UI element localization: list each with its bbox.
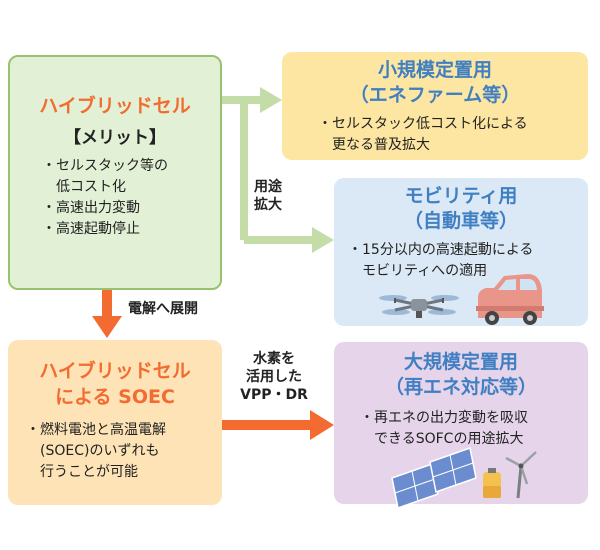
drone-icon	[379, 295, 459, 318]
list-item: (SOEC)のいずれも	[26, 443, 160, 459]
large-stationary-title: 大規模定置用	[403, 351, 518, 373]
list-item: ・15分以内の高速起動による	[348, 242, 534, 258]
list-item: モビリティへの適用	[348, 263, 488, 279]
small-stationary-title: 小規模定置用	[377, 59, 492, 81]
use-expansion-label: 用途 拡大	[254, 179, 282, 213]
list-item: ・セルスタック低コスト化による	[318, 116, 528, 132]
merit-heading: 【メリット】	[64, 128, 166, 148]
soec-subtitle: による SOEC	[55, 386, 175, 408]
list-item: 行うことが可能	[26, 464, 138, 480]
soec-title: ハイブリッドセル	[39, 360, 191, 382]
list-item: ・セルスタック等の	[42, 158, 168, 174]
solar-panel-icon	[391, 447, 477, 509]
mobility-subtitle: （自動車等）	[403, 210, 518, 232]
list-item: 低コスト化	[42, 179, 126, 195]
small-stationary-subtitle: （エネファーム等）	[349, 84, 521, 106]
hybrid-cell-title: ハイブリッドセル	[39, 95, 191, 117]
small-stationary-box: 小規模定置用 （エネファーム等） ・セルスタック低コスト化による 更なる普及拡大	[282, 52, 588, 160]
mobility-title: モビリティ用	[404, 185, 518, 207]
hybrid-cell-box: ハイブリッドセル 【メリット】 ・セルスタック等の 低コスト化 ・高速出力変動 …	[8, 55, 222, 290]
mobility-box: モビリティ用 （自動車等） ・15分以内の高速起動による モビリティへの適用	[334, 178, 588, 326]
hybrid-bullets: ・セルスタック等の 低コスト化 ・高速出力変動 ・高速起動停止	[42, 156, 220, 240]
battery-icon	[483, 468, 501, 498]
hydrogen-vpp-label: 水素を 活用した VPP・DR	[240, 351, 308, 403]
list-item: 更なる普及拡大	[318, 137, 430, 153]
list-item: ・燃料電池と高温電解	[26, 422, 166, 438]
list-item: ・高速起動停止	[42, 221, 140, 237]
car-icon	[476, 274, 544, 325]
electrolysis-label: 電解へ展開	[128, 301, 198, 317]
large-stationary-subtitle: （再エネ対応等）	[384, 376, 537, 398]
use-expansion-arrow	[222, 87, 334, 253]
soec-box: ハイブリッドセル による SOEC ・燃料電池と高温電解 (SOEC)のいずれも…	[8, 340, 222, 505]
list-item: ・再エネの出力変動を吸収	[360, 410, 528, 426]
list-item: ・高速出力変動	[42, 200, 140, 216]
vpp-arrow	[222, 410, 334, 440]
wind-turbine-icon	[505, 451, 537, 499]
list-item: できるSOFCの用途拡大	[360, 431, 524, 447]
electrolysis-arrow	[92, 290, 122, 338]
